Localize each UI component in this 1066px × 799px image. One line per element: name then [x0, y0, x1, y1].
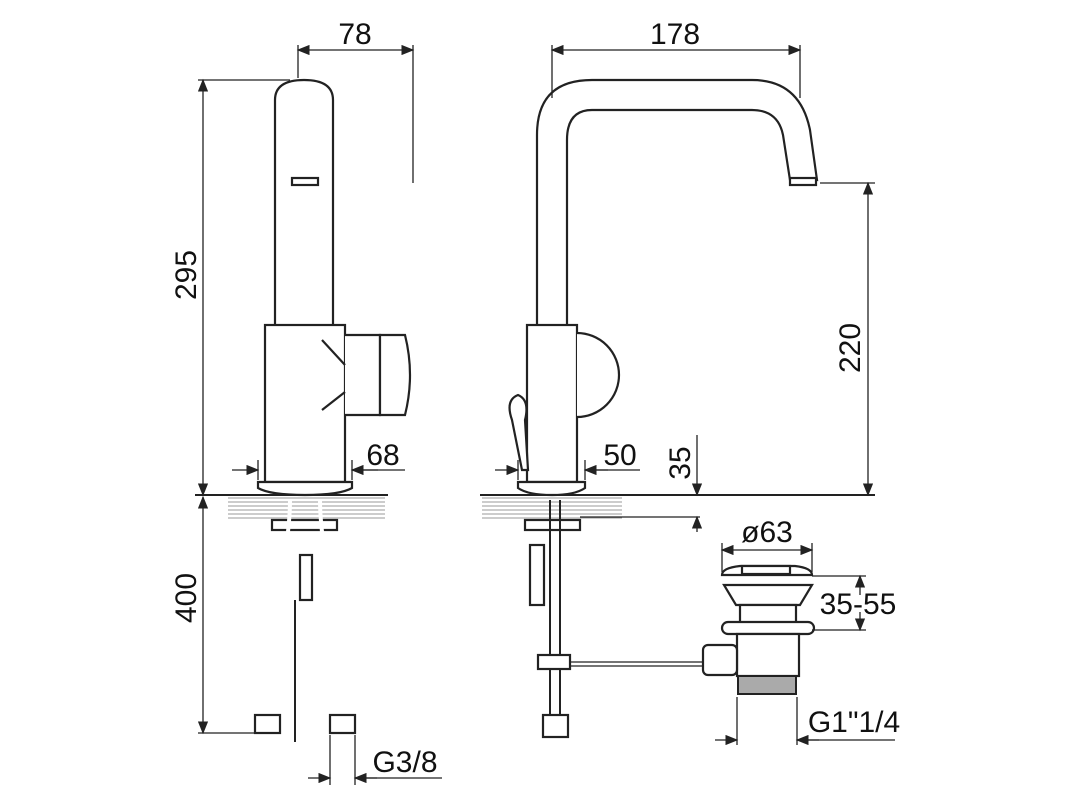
dim-o63: ø63: [741, 516, 793, 549]
side-view-faucet: [195, 78, 412, 742]
dim-68: 68: [366, 439, 399, 472]
dim-35: 35: [664, 446, 697, 479]
dim-400: 400: [170, 573, 203, 623]
front-view-dimensions: 178 220 50 35 ø63 35-55 G1"1/4: [495, 18, 900, 746]
dim-78: 78: [338, 18, 371, 51]
dim-295: 295: [170, 250, 203, 300]
dim-g1-1-4: G1"1/4: [808, 706, 900, 739]
dim-35-55: 35-55: [820, 588, 897, 621]
dim-g3-8: G3/8: [372, 746, 437, 779]
dim-220: 220: [834, 323, 867, 373]
dim-178: 178: [650, 18, 700, 51]
side-view-dimensions: 78 295 68 400 G3/8: [170, 18, 442, 785]
front-view-faucet: [480, 78, 875, 739]
dim-50: 50: [603, 439, 636, 472]
